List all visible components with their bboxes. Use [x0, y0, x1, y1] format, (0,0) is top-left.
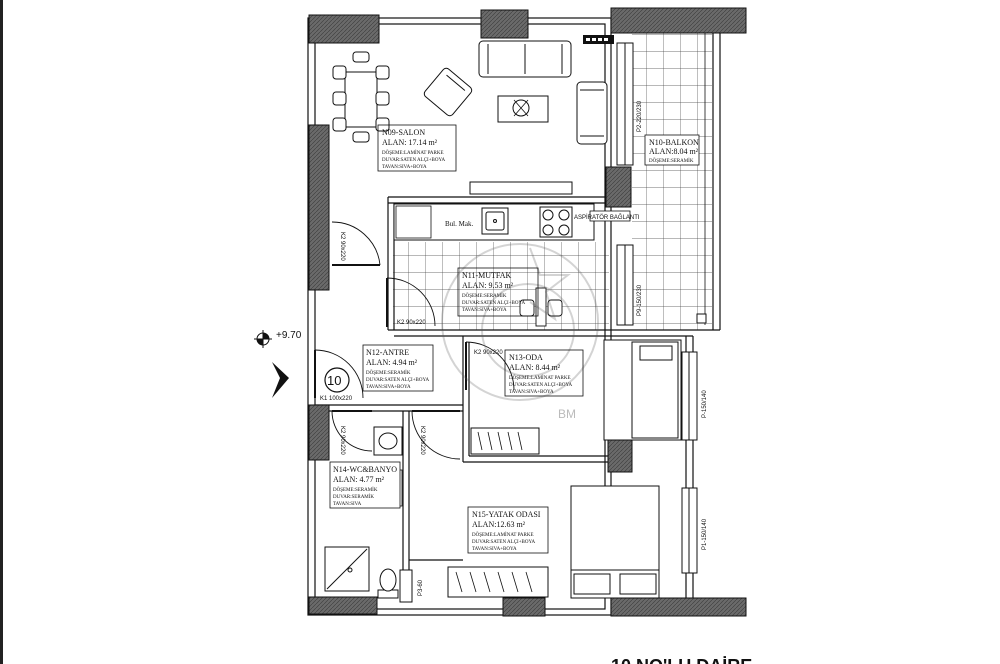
antre-wall: DUVAR:SATEN ALÇI+BOYA: [366, 378, 430, 383]
salon-floor: DÖŞEME:LAMİNAT PARKE: [382, 150, 444, 156]
unit-number-circle: [324, 367, 350, 393]
antre-area: ALAN: 4.94 m²: [366, 358, 418, 367]
door-entrance-tag: K1 100x220: [320, 396, 353, 402]
oda-ceiling: TAVAN:SIVA+BOYA: [509, 390, 554, 395]
kitchen-cabinet: [395, 205, 432, 239]
single-bed: [603, 339, 682, 441]
door-yatak-tag: K2 90x220: [419, 426, 425, 455]
yatak-ceiling: TAVAN:SIVA+BOYA: [472, 547, 517, 552]
window-p3-tag: P3-60: [418, 579, 424, 596]
elevation-text: +9.70: [276, 330, 302, 341]
yatak-label: N15-YATAK ODASI ALAN:12.63 m² DÖŞEME:LAM…: [467, 506, 549, 554]
antre-ceiling: TAVAN:SIVA+BOYA: [366, 385, 411, 390]
window-p2-tag: P2-220/230: [637, 100, 643, 132]
cooktop-icon: [539, 206, 573, 238]
footer-title: 10 NO'LU DAİRE: [611, 656, 752, 664]
wc-ceiling: TAVAN:SIVA: [333, 502, 362, 507]
elevation-marker-icon: [254, 330, 272, 348]
wc-area: ALAN: 4.77 m²: [333, 475, 385, 484]
mutfak-floor: DÖŞEME:SERAMİK: [462, 293, 507, 299]
door-mutfak-tag: K2 90x220: [397, 320, 426, 326]
oda-label: N13-ODA ALAN: 8.44 m² DÖŞEME:LAMİNAT PAR…: [504, 349, 584, 397]
sink-icon: [481, 207, 509, 235]
antre-floor: DÖŞEME:SERAMİK: [366, 370, 411, 376]
columns: [308, 7, 747, 617]
kitchen-tiles: [393, 242, 609, 330]
left-edge-bar: [0, 0, 3, 664]
toilet-icon: [377, 568, 399, 599]
mutfak-label: N11-MUTFAK ALAN: 9.53 m² DÖŞEME:SERAMİK …: [457, 267, 539, 317]
yatak-area: ALAN:12.63 m²: [472, 520, 526, 529]
doors: [314, 221, 515, 460]
mutfak-name: N11-MUTFAK: [462, 271, 512, 280]
salon-area: ALAN: 17.14 m²: [382, 138, 438, 147]
wc-label: N14-WC&BANYO ALAN: 4.77 m² DÖŞEME:SERAMİ…: [329, 461, 401, 509]
window-p1-tag: P1-150/140: [702, 518, 708, 550]
tv-unit: [469, 181, 573, 195]
wc-floor: DÖŞEME:SERAMİK: [333, 487, 378, 493]
salon-wall: DUVAR:SATEN ALÇI+BOYA: [382, 158, 446, 163]
range-hood-duct: [589, 210, 631, 222]
oda-floor: DÖŞEME:LAMİNAT PARKE: [509, 375, 571, 381]
salon-label: N09-SALON ALAN: 17.14 m² DÖŞEME:LAMİNAT …: [377, 124, 457, 172]
yatak-name: N15-YATAK ODASI: [472, 510, 541, 519]
yatak-floor: DÖŞEME:LAMİNAT PARKE: [472, 532, 534, 538]
oda-wardrobe: [470, 427, 540, 455]
entrance-arrow-icon: [272, 362, 289, 398]
window-p9-tag: P9-150/230: [637, 284, 643, 316]
ac-unit: [583, 35, 614, 44]
windows: [399, 42, 698, 603]
mutfak-ceiling: TAVAN:SIVA+BOYA: [462, 308, 507, 313]
watermark-text: BM: [558, 407, 576, 421]
washbasin-icon: [373, 426, 403, 456]
kitchen-table: [519, 287, 563, 327]
unit-number: 10: [327, 373, 341, 388]
coffee-table: [497, 95, 549, 123]
dining-table: [332, 51, 390, 143]
range-hood-label: ASPİRATÖR BAĞLANTI: [574, 214, 640, 221]
mutfak-area: ALAN: 9.53 m²: [462, 281, 514, 290]
antre-name: N12-ANTRE: [366, 348, 409, 357]
oda-name: N13-ODA: [509, 353, 543, 362]
bedroom-wardrobe: [447, 566, 549, 598]
double-bed: [570, 485, 660, 599]
oda-wall: DUVAR:SATEN ALÇI+BOYA: [509, 383, 573, 388]
shower-icon: [324, 546, 370, 592]
balkon-floor: DÖŞEME:SERAMİK: [649, 158, 694, 164]
balkon-label: N10-BALKON ALAN:8.04 m² DÖŞEME:SERAMİK: [644, 134, 700, 166]
door-wc-tag: K2 90x220: [339, 426, 345, 455]
wc-wall: DUVAR:SERAMİK: [333, 494, 374, 500]
balkon-area: ALAN:8.04 m²: [649, 147, 699, 156]
dishwasher-label: Bul. Mak.: [445, 220, 473, 228]
mutfak-wall: DUVAR:SATEN ALÇI+BOYA: [462, 301, 526, 306]
door-oda-tag: K2 90x220: [474, 350, 503, 356]
sofa: [478, 40, 608, 145]
oda-area: ALAN: 8.44 m²: [509, 363, 561, 372]
salon-name: N09-SALON: [382, 128, 425, 137]
yatak-wall: DUVAR:SATEN ALÇI+BOYA: [472, 540, 536, 545]
door-salon-tag: K2 90x220: [339, 232, 345, 261]
wc-name: N14-WC&BANYO: [333, 465, 397, 474]
antre-label: N12-ANTRE ALAN: 4.94 m² DÖŞEME:SERAMİK D…: [362, 344, 434, 392]
window-oda-tag: P-150/140: [702, 390, 708, 418]
balcony-tiles: [632, 33, 712, 330]
armchair: [423, 67, 473, 117]
salon-ceiling: TAVAN:SIVA+BOYA: [382, 165, 427, 170]
balkon-name: N10-BALKON: [649, 138, 699, 147]
balcony-drain: [696, 313, 707, 324]
